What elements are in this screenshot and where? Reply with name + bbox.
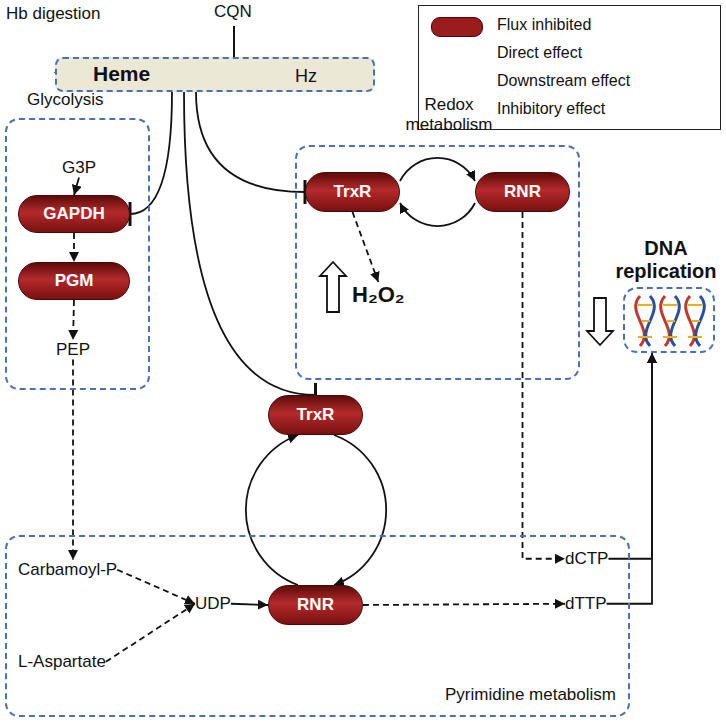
- flow-connector: [117, 570, 195, 604]
- metabolite-label: dCTP: [565, 549, 608, 569]
- metabolite-label: dTTP: [565, 594, 607, 614]
- legend-text: Flux inhibited: [497, 16, 591, 34]
- metabolite-label: H₂O₂: [352, 282, 405, 307]
- flow-connector: [400, 203, 475, 226]
- increase-arrow: [320, 262, 346, 312]
- metabolite-label: Carbamoyl-P: [18, 560, 117, 580]
- node-text: dTTP: [565, 594, 607, 614]
- legend-text: Inhibitory effect: [497, 100, 605, 118]
- inhibited-enzyme: RNR: [475, 172, 570, 212]
- node-text: UDP: [195, 594, 231, 614]
- node-text: H₂O₂: [352, 282, 405, 307]
- node-text: Pyrimidine metabolism: [445, 685, 616, 705]
- inhibited-enzyme: TrxR: [305, 172, 400, 212]
- node-text: L-Aspartate: [18, 652, 106, 672]
- legend-swatch: [431, 17, 483, 37]
- node-text: dCTP: [565, 549, 608, 569]
- flow-connector: [334, 435, 386, 585]
- node-text: RNR: [297, 595, 334, 615]
- node-text: G3P: [62, 158, 96, 178]
- flow-connector: [363, 604, 565, 605]
- flow-connector: [523, 212, 566, 559]
- node-text: GAPDH: [43, 204, 104, 224]
- flow-connector: [400, 158, 475, 181]
- node-text: TrxR: [297, 405, 335, 425]
- metabolite-label: UDP: [195, 594, 231, 614]
- dna-helix: [636, 296, 705, 346]
- legend-text: Direct effect: [497, 44, 582, 62]
- inhibited-enzyme: GAPDH: [18, 195, 130, 233]
- node-text: Hz: [295, 66, 317, 87]
- node-text: DNA replication: [607, 237, 725, 283]
- node-text: PEP: [56, 340, 90, 360]
- legend-text: Downstream effect: [497, 72, 630, 90]
- inhibited-enzyme: TrxR: [268, 395, 363, 435]
- pathway-group: Pyrimidine metabolism Carbamoyl-P L-Aspart…: [5, 535, 630, 717]
- flow-connector: [73, 233, 75, 262]
- inhibited-enzyme: RNR: [268, 585, 363, 625]
- flow-connector: [72, 300, 75, 340]
- inhibition-connector: [196, 92, 305, 192]
- flow-connector: [353, 212, 379, 282]
- metabolite-label: G3P: [62, 158, 96, 178]
- flow-connector: [608, 353, 652, 559]
- pathway-group: Redox metabolismTrxRRNRH₂O₂: [295, 145, 580, 380]
- node-text: Glycolysis: [27, 90, 104, 110]
- flow-connector: [74, 178, 79, 195]
- node-text: TrxR: [334, 182, 372, 202]
- free-label: CQN: [214, 2, 252, 22]
- flow-connector: [231, 604, 268, 605]
- pathway-group: GlycolysisG3PGAPDHPGMPEP: [5, 118, 150, 390]
- metabolite-label: PEP: [56, 340, 90, 360]
- free-label: Hb digestion: [6, 4, 101, 24]
- node-text: Redox metabolism: [389, 95, 509, 134]
- node-text: RNR: [504, 182, 541, 202]
- node-text: Carbamoyl-P: [18, 560, 117, 580]
- metabolite-label: L-Aspartate: [18, 652, 106, 672]
- node-text: PGM: [55, 271, 94, 291]
- node-text: Heme: [93, 62, 150, 86]
- flow-connector: [246, 435, 298, 585]
- heme-band: Heme Hz: [55, 57, 375, 92]
- inhibited-enzyme: PGM: [18, 262, 130, 300]
- decrease-arrow: [587, 298, 613, 345]
- flow-connector: [106, 604, 195, 662]
- inhibition-connector: [130, 92, 172, 214]
- process-box: DNA replication: [623, 287, 715, 353]
